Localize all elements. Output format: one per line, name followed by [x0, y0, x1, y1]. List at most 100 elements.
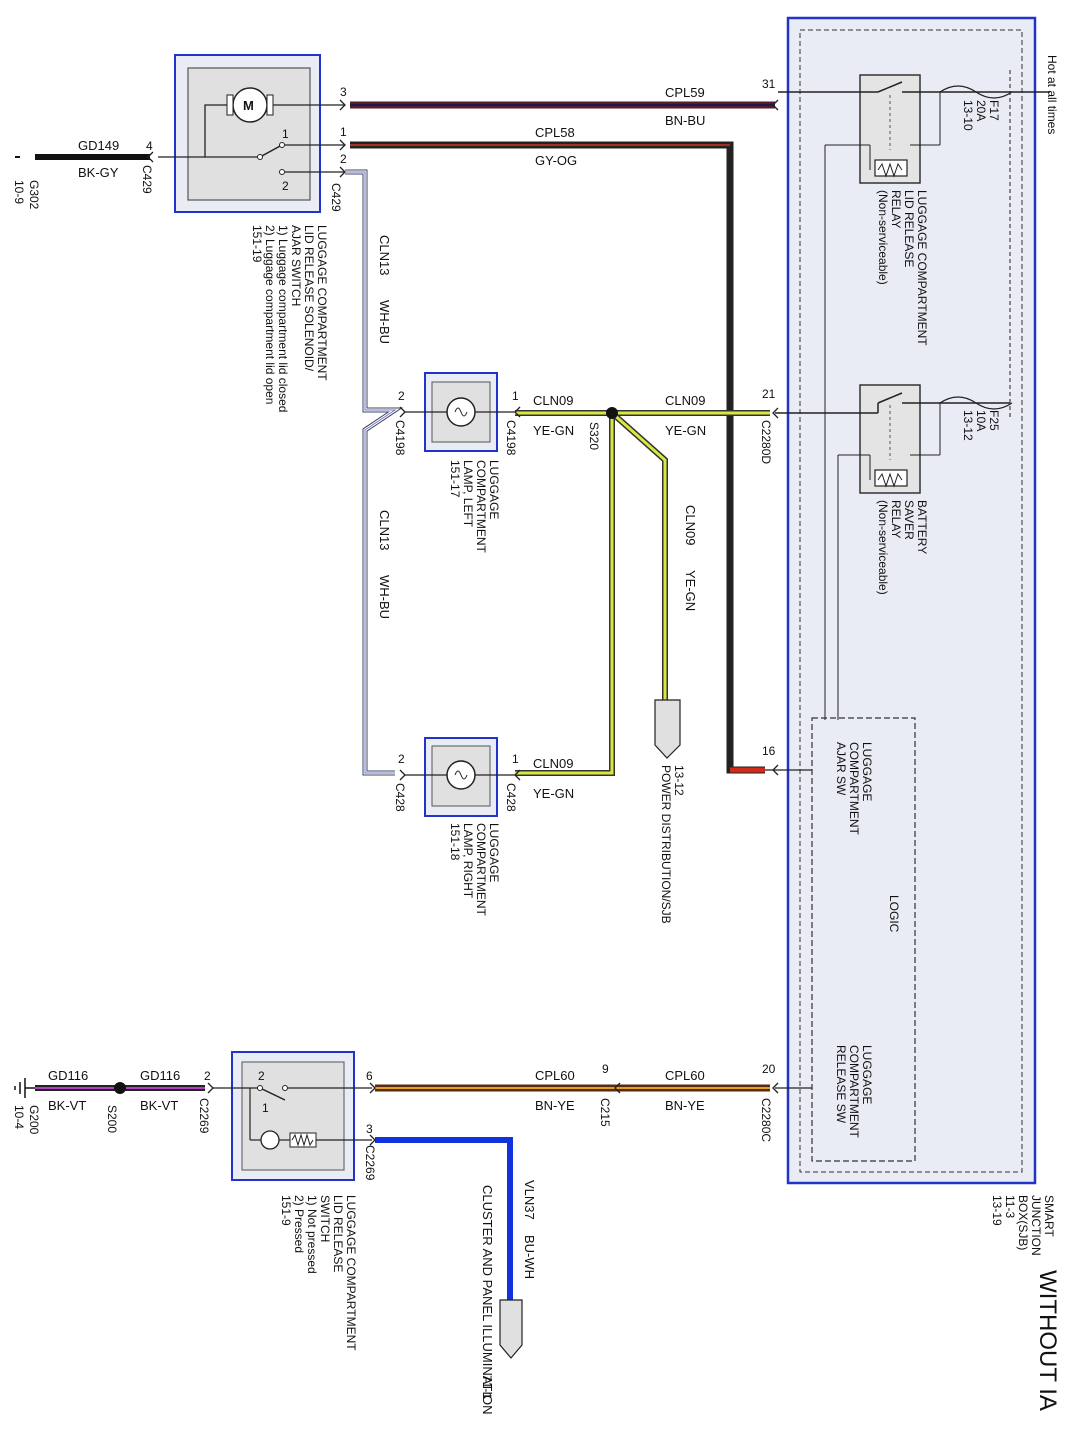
svg-text:BOX(SJB): BOX(SJB) [1016, 1195, 1030, 1250]
svg-text:LAMP, LEFT: LAMP, LEFT [461, 460, 475, 528]
ajar-switch-contact2 [279, 169, 285, 175]
conn-c428-b: C428 [504, 783, 518, 812]
motor-brush-right [266, 94, 274, 116]
conn-c2269-b: C2269 [363, 1145, 377, 1181]
label-ye-gn-a: YE-GN [533, 423, 574, 438]
label-bk-vt-a: BK-VT [48, 1098, 86, 1113]
svg-text:LUGGAGE COMPARTMENT: LUGGAGE COMPARTMENT [915, 190, 929, 346]
svg-text:LUGGAGE COMPARTMENT: LUGGAGE COMPARTMENT [315, 225, 329, 381]
ground-g200-symbol [14, 1078, 35, 1098]
label-cpl58: CPL58 [535, 125, 575, 140]
ground-g302-ref: 10-9 [12, 180, 26, 204]
svg-text:LID RELEASE: LID RELEASE [902, 190, 916, 267]
svg-text:AJAR SWITCH: AJAR SWITCH [289, 225, 303, 306]
logic-box [811, 717, 916, 1162]
label-ye-gn-c: YE-GN [683, 570, 698, 611]
motor-brush-left [226, 94, 234, 116]
label-gd116-b: GD116 [140, 1068, 180, 1083]
svg-text:13-19: 13-19 [990, 1195, 1004, 1226]
label-cln09-b: CLN09 [665, 393, 705, 408]
label-cln09-c: CLN09 [683, 505, 698, 545]
pin-2a: 2 [340, 152, 347, 166]
lamp-right-description: LUGGAGE COMPARTMENT LAMP, RIGHT 151-18 [448, 823, 501, 917]
svg-text:RELAY: RELAY [889, 190, 903, 228]
logic-label: LOGIC [887, 895, 901, 933]
relay1-coil-zigzag [877, 162, 903, 178]
ajar-switch-pin1: 1 [282, 127, 289, 141]
label-bn-ye-b: BN-YE [665, 1098, 705, 1113]
conn-s320: S320 [587, 422, 601, 450]
svg-text:RELEASE SW: RELEASE SW [834, 1045, 848, 1124]
connector-arrows [147, 99, 779, 1146]
svg-text:POWER DISTRIBUTION/SJB: POWER DISTRIBUTION/SJB [659, 765, 673, 924]
svg-text:151-18: 151-18 [448, 823, 462, 861]
label-wh-bu-b: WH-BU [377, 575, 392, 619]
label-cpl60-b: CPL60 [665, 1068, 705, 1083]
wire-cln13-stripe [345, 171, 397, 774]
release-switch-led-icon [260, 1130, 280, 1150]
release-switch-inner [241, 1061, 345, 1171]
release-switch-resistor-zigzag [291, 1133, 314, 1147]
svg-text:2) Pressed: 2) Pressed [292, 1195, 306, 1253]
cluster-connector [499, 1299, 523, 1359]
svg-text:JUNCTION: JUNCTION [1029, 1195, 1043, 1256]
label-cln09-a: CLN09 [533, 393, 573, 408]
pin-3a: 3 [340, 85, 347, 99]
svg-text:LAMP, RIGHT: LAMP, RIGHT [461, 823, 475, 899]
release-switch-pin2: 2 [258, 1069, 265, 1083]
svg-text:151-17: 151-17 [448, 460, 462, 498]
svg-text:11-3: 11-3 [1003, 1195, 1017, 1218]
label-ye-gn-d: YE-GN [533, 786, 574, 801]
label-bk-vt-b: BK-VT [140, 1098, 178, 1113]
motor-wire-in [204, 104, 260, 158]
release-switch-contact [282, 1085, 288, 1091]
label-cln13-a: CLN13 [377, 235, 392, 275]
label-gy-og: GY-OG [535, 153, 577, 168]
svg-text:2) Luggage compartment lid ope: 2) Luggage compartment lid open [263, 225, 277, 404]
relay2-coil-zigzag [877, 472, 903, 488]
ajar-sw-label: LUGGAGE COMPARTMENT AJAR SW [834, 742, 874, 836]
release-switch-blade [259, 1087, 286, 1101]
svg-text:13-12: 13-12 [961, 410, 975, 441]
svg-text:COMPARTMENT: COMPARTMENT [474, 460, 488, 554]
pin-16: 16 [762, 744, 776, 758]
conn-c2269-a: C2269 [197, 1098, 211, 1134]
motor-letter: M [243, 98, 254, 113]
pin-21: 21 [762, 387, 776, 401]
ajar-switch-blade [259, 144, 283, 158]
lamp-left-filament [454, 407, 468, 417]
relay1-switch [877, 81, 903, 93]
svg-text:1) Luggage compartment lid clo: 1) Luggage compartment lid closed [276, 225, 290, 412]
pin-1a: 1 [340, 125, 347, 139]
solenoid-description: LUGGAGE COMPARTMENT LID RELEASE SOLENOID… [250, 225, 329, 412]
svg-text:13-12: 13-12 [672, 765, 686, 796]
svg-text:13-10: 13-10 [961, 100, 975, 131]
svg-text:LID RELEASE SOLENOID/: LID RELEASE SOLENOID/ [302, 225, 316, 372]
label-bu-wh: BU-WH [522, 1235, 537, 1279]
label-vln37: VLN37 [522, 1180, 537, 1220]
svg-text:LUGGAGE: LUGGAGE [487, 460, 501, 519]
svg-text:(Non-serviceable): (Non-serviceable) [876, 190, 890, 285]
conn-c429-b: C429 [329, 183, 343, 212]
wire-cpl58 [350, 141, 765, 774]
wire-cln09-down [515, 413, 615, 776]
page-title: WITHOUT IA [1034, 1270, 1061, 1411]
pin-31: 31 [762, 77, 776, 91]
svg-text:RELAY: RELAY [889, 500, 903, 538]
pin-2b: 2 [398, 389, 405, 403]
label-bn-ye-a: BN-YE [535, 1098, 575, 1113]
relay2-description: BATTERY SAVER RELAY (Non-serviceable) [876, 500, 929, 595]
fuse-f17-symbol [939, 85, 1013, 99]
svg-text:151-9: 151-9 [279, 1195, 293, 1226]
ajar-switch-pivot [257, 154, 263, 160]
pin-2d: 2 [204, 1069, 211, 1083]
pin-6: 6 [366, 1069, 373, 1083]
svg-text:71-1: 71-1 [480, 1375, 494, 1399]
ajar-switch-pin2: 2 [282, 179, 289, 193]
conn-c4198-a: C4198 [393, 420, 407, 456]
svg-text:BATTERY: BATTERY [915, 500, 929, 554]
svg-text:(Non-serviceable): (Non-serviceable) [876, 500, 890, 595]
pin-1b: 1 [512, 389, 519, 403]
fuse-f17-label: F17 20A 13-10 [961, 100, 1001, 131]
